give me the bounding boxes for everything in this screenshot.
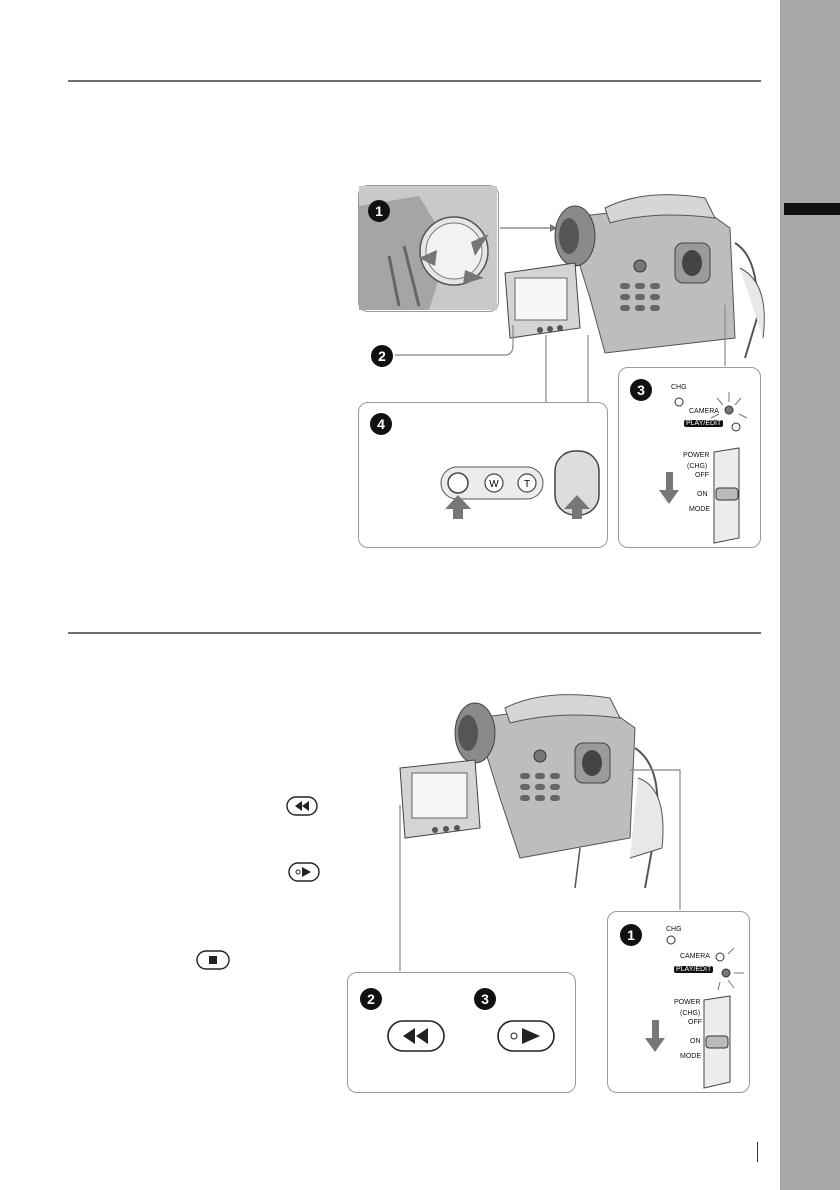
play-icon	[288, 862, 320, 882]
chg-paren-label-1: (CHG)	[687, 463, 708, 470]
connector-step4	[545, 335, 589, 402]
zoom-t-label: T	[524, 479, 530, 490]
record-buttons-illustration: W T	[440, 450, 600, 519]
stop-icon	[196, 950, 230, 970]
power-label-2: POWER	[674, 999, 701, 1006]
connector-lines-2	[399, 769, 681, 971]
side-tab-marker	[784, 203, 840, 215]
camera-label-1: CAMERA	[689, 408, 719, 415]
inset-power-switch-2: CHG CAMERA PLAY/EDIT POWER (CHG) OFF ON …	[607, 911, 750, 1093]
page-number-rule	[757, 1142, 758, 1162]
step-badge-1b: 1	[620, 924, 642, 946]
mode-label-2: MODE	[680, 1053, 701, 1060]
play-edit-label-1: PLAY/EDIT	[684, 420, 724, 427]
off-label-1: OFF	[695, 472, 709, 479]
step-badge-3: 3	[630, 379, 652, 401]
power-switch-illustration-2	[645, 935, 744, 1089]
inset-record-buttons: W T	[358, 402, 608, 548]
playback-buttons-illustration	[387, 1020, 555, 1052]
power-label-1: POWER	[683, 452, 710, 459]
zoom-w-label: W	[489, 479, 499, 490]
mode-label-1: MODE	[689, 506, 710, 513]
connector-step3	[724, 305, 726, 366]
chg-label-2: CHG	[666, 926, 682, 933]
section2-rule	[68, 632, 761, 634]
inset-playback-buttons	[347, 972, 576, 1093]
step-badge-1: 1	[368, 200, 390, 222]
play-edit-label-2: PLAY/EDIT	[674, 966, 714, 973]
step-badge-4: 4	[370, 413, 392, 435]
step-badge-3b: 3	[474, 988, 496, 1010]
chg-paren-label-2: (CHG)	[680, 1010, 701, 1017]
off-label-2: OFF	[688, 1019, 702, 1026]
step-badge-2: 2	[371, 345, 393, 367]
camcorder-illustration-1	[500, 194, 765, 359]
power-switch-illustration-1	[659, 392, 748, 544]
side-tab	[780, 0, 840, 1190]
camcorder-illustration-2	[399, 694, 664, 889]
camera-label-2: CAMERA	[680, 953, 710, 960]
on-label-2: ON	[690, 1038, 701, 1045]
chg-label-1: CHG	[671, 384, 687, 391]
rewind-icon	[286, 796, 318, 816]
connector-step2	[395, 325, 514, 356]
on-label-1: ON	[697, 491, 708, 498]
section1-rule	[68, 80, 761, 82]
step-badge-2b: 2	[360, 988, 382, 1010]
